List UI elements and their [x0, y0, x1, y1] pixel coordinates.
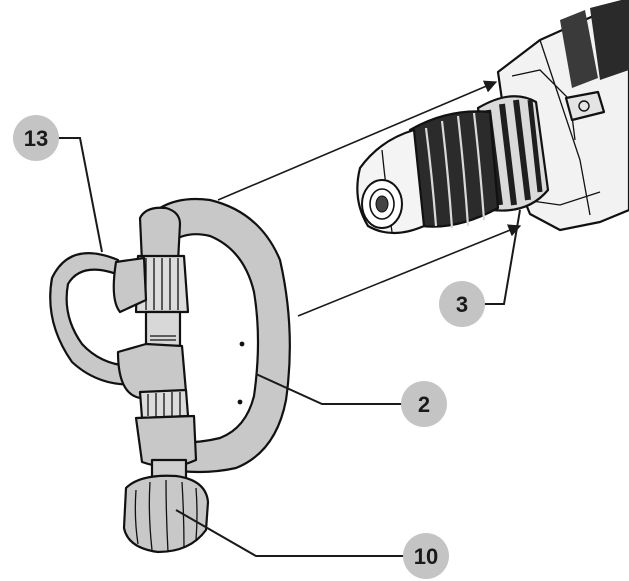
lower-assembly-arrow — [297, 224, 522, 317]
handle-rivet — [237, 399, 243, 405]
leader-13 — [58, 137, 103, 253]
callout-13-circle — [13, 115, 59, 161]
callout-10: 10 — [403, 533, 449, 579]
body-dark-panel — [560, 10, 598, 88]
callout-2-label: 2 — [418, 392, 430, 417]
callout-13-label: 13 — [24, 126, 48, 151]
callout-3-label: 3 — [456, 292, 468, 317]
rotary-hammer-illustration — [356, 0, 629, 235]
side-handle-illustration — [49, 197, 291, 554]
upper-assembly-arrow — [217, 80, 498, 201]
handle-rivet — [239, 341, 245, 347]
body-dark-panel — [590, 0, 629, 80]
callout-3-circle — [439, 281, 485, 327]
chuck-ribs — [424, 112, 486, 229]
assembly-arrows — [217, 80, 522, 317]
callout-10-circle — [403, 533, 449, 579]
callout-10-label: 10 — [414, 544, 438, 569]
callout-2-circle — [401, 381, 447, 427]
callout-3: 3 — [439, 281, 485, 327]
callout-13: 13 — [13, 115, 59, 161]
leader-lines — [58, 137, 521, 557]
callout-2: 2 — [401, 381, 447, 427]
leader-10 — [175, 509, 406, 557]
leader-2 — [255, 373, 402, 405]
